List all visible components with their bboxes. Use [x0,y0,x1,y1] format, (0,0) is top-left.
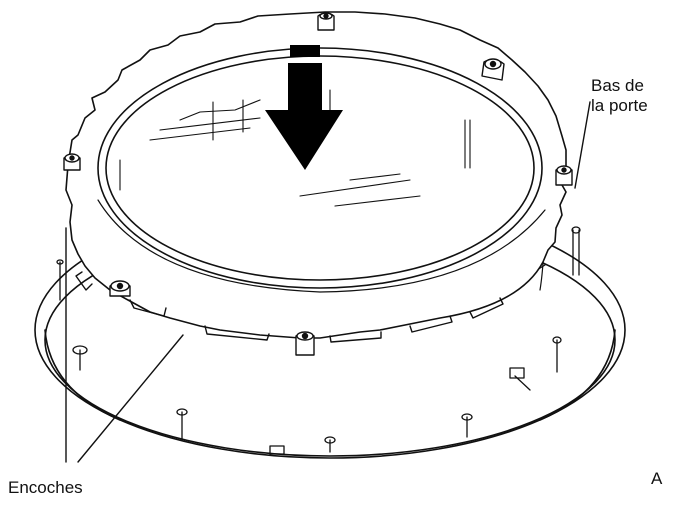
down-arrow-icon [265,45,343,170]
boss [317,12,335,31]
boss [63,153,81,171]
leader-lines [65,101,591,463]
rim-posts [56,226,581,455]
post [571,226,581,276]
ring-notches [75,271,504,343]
leader-door-bottom [574,101,591,189]
leader-notch-right [77,334,184,463]
boss [109,280,131,297]
door-bottom-label-line2: la porte [591,96,648,115]
notched-ring [65,11,567,339]
post [72,345,88,371]
post [552,336,562,373]
ring-bosses [63,12,573,356]
figure-letter: A [651,469,663,488]
door-bottom-label: Bas de la porte [591,76,648,116]
post [461,413,473,438]
post [324,436,336,453]
boss [295,331,315,356]
boss [481,58,505,81]
boss [555,165,573,186]
notches-label: Encoches [8,478,83,497]
post [56,259,64,301]
door-bottom-label-line1: Bas de [591,76,644,95]
inner-wall-details [119,89,471,207]
post [176,408,188,441]
clip [509,367,525,379]
